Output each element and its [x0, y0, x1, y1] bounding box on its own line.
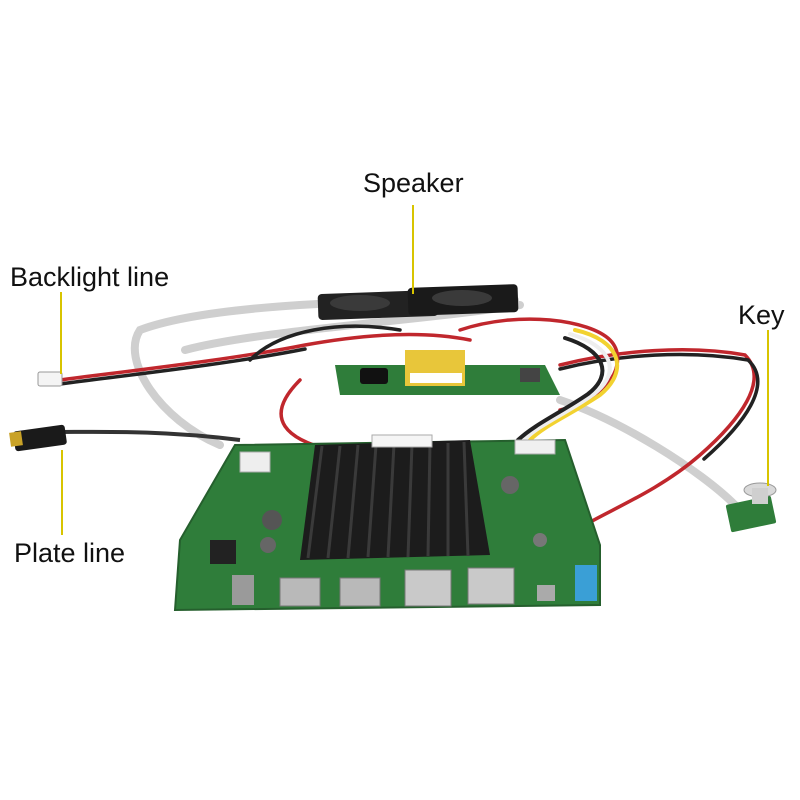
plate-line-label: Plate line — [14, 538, 126, 568]
power-harness — [516, 328, 620, 442]
callout-leaders — [60, 205, 769, 535]
speaker-unit — [317, 284, 519, 320]
key-module — [725, 482, 777, 533]
red-cables — [58, 317, 760, 527]
key-label: Key — [738, 300, 785, 330]
backlight-line-label: Backlight line — [10, 262, 170, 292]
speaker-label: Speaker — [363, 168, 464, 198]
inverter-board — [335, 350, 560, 395]
backlight-connector — [37, 371, 63, 387]
plate-line-cable — [9, 424, 241, 452]
main-board — [173, 434, 601, 612]
heatsink — [300, 440, 490, 560]
